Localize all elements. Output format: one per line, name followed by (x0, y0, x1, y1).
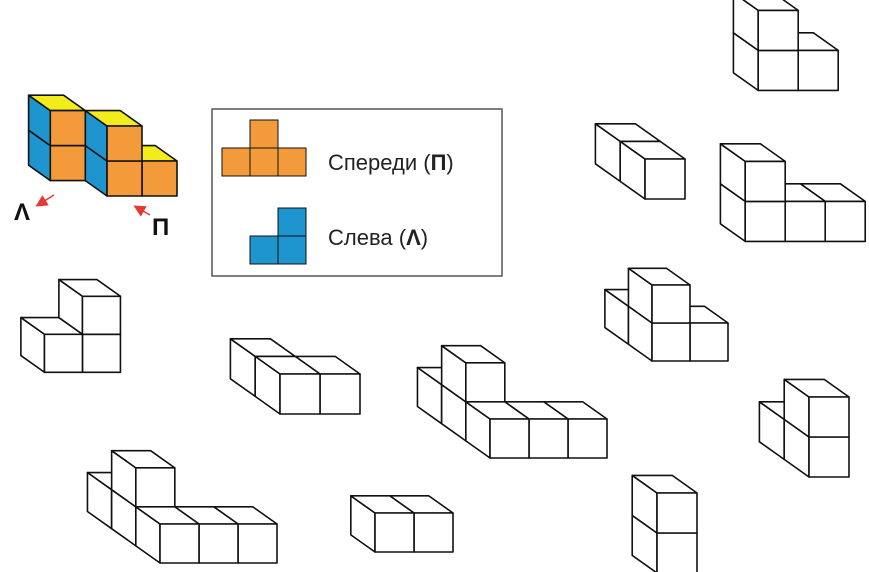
cube-front-face (49, 109, 87, 147)
cube-front-face (413, 512, 454, 553)
cube-front-face (465, 362, 506, 403)
cube-front-face (43, 333, 84, 374)
cube-front-face (81, 333, 122, 374)
front-view-icon (221, 119, 307, 177)
cube-front-face (757, 9, 800, 52)
figure-upper-middle (594, 123, 686, 200)
front-view-arrow (133, 205, 151, 217)
cube-front-face (784, 200, 827, 243)
cube-front-face (135, 467, 176, 508)
outline-figures (20, 0, 867, 572)
legend-box: Спереди (П) Слева (Λ) (211, 108, 503, 277)
cube-front-face (689, 322, 729, 362)
cube-front-face (651, 284, 691, 324)
cube-front-face (808, 396, 850, 438)
cube-front-face (106, 160, 143, 197)
left-view-arrow (35, 194, 55, 207)
cube-front-face (528, 418, 569, 459)
cube-front-face (81, 295, 122, 336)
front-view-marker: П (152, 214, 169, 241)
cube-front-face (319, 373, 361, 415)
figure-center (416, 344, 608, 459)
cube-front-face (106, 125, 143, 162)
figure-bottom-center (350, 495, 454, 553)
cube-front-face (757, 49, 800, 92)
example-cubes (27, 94, 178, 197)
cube-front-face (824, 200, 867, 243)
left-view-label: Слева (Λ) (328, 225, 428, 250)
left-view-marker: Λ (14, 199, 30, 226)
cube-front-face (644, 158, 686, 200)
cube-front-face (374, 512, 415, 553)
cube-front-face (651, 322, 691, 362)
cube-front-face (797, 49, 840, 92)
figure-right-tall (719, 143, 867, 243)
cube-front-face (656, 532, 698, 572)
figure-bottom-right (631, 474, 698, 572)
figure-top-right (732, 0, 840, 92)
cube-front-face (744, 200, 787, 243)
cube-front-face (656, 492, 698, 534)
figure-bottom-left (86, 449, 278, 564)
cube-front-face (567, 418, 608, 459)
cube-front-face (279, 373, 321, 415)
figure-center-right (604, 267, 729, 362)
front-view-label: Спереди (П) (328, 150, 454, 175)
cube-front-face (489, 418, 530, 459)
left-view-icon (249, 207, 307, 265)
cube-front-face (49, 144, 87, 182)
cube-front-face (237, 523, 278, 564)
figure-left-mid (20, 278, 122, 374)
cube-front-face (159, 523, 200, 564)
figure-far-right (758, 378, 850, 478)
example-colored-figure (27, 94, 178, 197)
cube-front-face (141, 160, 178, 197)
cube-front-face (744, 160, 787, 203)
cube-front-face (198, 523, 239, 564)
cube-front-face (808, 436, 850, 478)
figure-center-left (229, 337, 361, 415)
